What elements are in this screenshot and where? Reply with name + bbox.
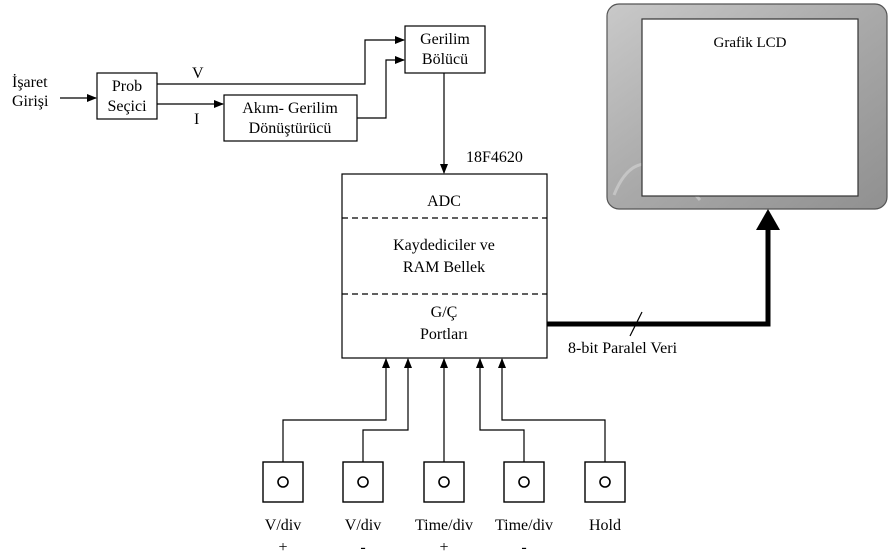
divider-line2: Bölücü xyxy=(422,51,468,68)
divider-line1: Gerilim xyxy=(420,31,470,48)
signal-v-label: V xyxy=(192,65,204,82)
button-wire xyxy=(282,359,387,462)
data-bus-slash xyxy=(629,311,643,337)
button-sign: - xyxy=(521,539,526,556)
push-button-circle-icon xyxy=(599,476,611,488)
button-label: Time/div xyxy=(495,517,553,534)
button-wire xyxy=(362,359,409,462)
button-wire-arrowhead xyxy=(404,358,412,368)
button-sign: + xyxy=(278,539,287,556)
converter-line2: Dönüştürücü xyxy=(249,120,332,137)
button-label: V/div xyxy=(345,517,381,534)
push-button[interactable] xyxy=(262,461,304,503)
button-sign: - xyxy=(360,539,365,556)
probe-selector-block xyxy=(96,72,158,120)
button-sign: + xyxy=(439,539,448,556)
input-label-line1: İşaret xyxy=(12,73,48,91)
push-button-circle-icon xyxy=(518,476,530,488)
mcu-block xyxy=(341,173,548,359)
data-bus xyxy=(547,227,771,327)
button-wire xyxy=(501,359,606,462)
mcu-io-line2: Portları xyxy=(420,326,469,343)
probe-selector-line2: Seçici xyxy=(107,98,147,115)
data-bus-arrowhead xyxy=(756,209,780,230)
input-label-line2: Girişi xyxy=(12,93,49,110)
mcu-registers-line1: Kaydediciler ve xyxy=(393,237,495,254)
button-wire-arrowhead xyxy=(440,358,448,368)
button-wire-arrowhead xyxy=(498,358,506,368)
mcu-io-line1: G/Ç xyxy=(431,304,458,321)
mcu-registers-line2: RAM Bellek xyxy=(403,259,485,276)
button-label: Time/div xyxy=(415,517,473,534)
mcu-adc-label: ADC xyxy=(427,193,461,210)
button-wire-arrowhead xyxy=(382,358,390,368)
signal-i-label: I xyxy=(194,111,199,128)
data-bus-label: 8-bit Paralel Veri xyxy=(568,340,678,357)
lcd-title: Grafik LCD xyxy=(714,35,787,51)
converter-block xyxy=(223,94,358,142)
button-wire xyxy=(479,359,525,462)
push-button-circle-icon xyxy=(277,476,289,488)
push-button-circle-icon xyxy=(438,476,450,488)
push-button-circle-icon xyxy=(357,476,369,488)
converter-line1: Akım- Gerilim xyxy=(242,100,338,117)
button-label: Hold xyxy=(589,517,621,534)
probe-selector-line1: Prob xyxy=(112,78,142,95)
v-path-arrow xyxy=(157,36,405,85)
buttons-layer: V/div + V/div - Time/div + Time/div - Hold xyxy=(262,358,626,556)
converter-to-divider-arrow xyxy=(357,56,405,119)
mcu-part-number: 18F4620 xyxy=(466,149,523,166)
lcd-screen xyxy=(641,18,859,197)
divider-block xyxy=(404,25,486,74)
button-label: V/div xyxy=(265,517,301,534)
button-wire-arrowhead xyxy=(476,358,484,368)
